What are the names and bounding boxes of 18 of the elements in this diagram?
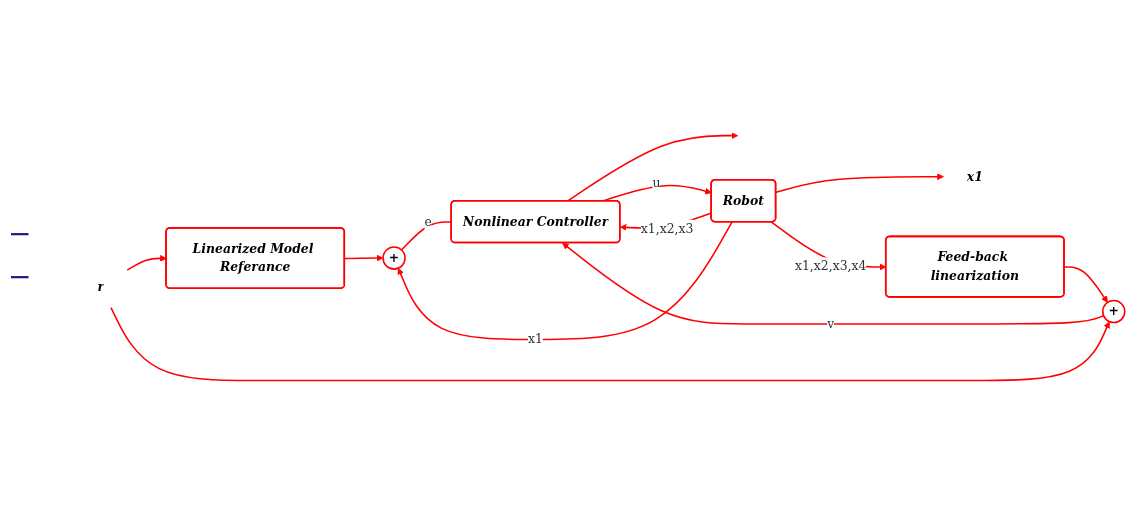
edge-label: x1,x2,x3,x4 <box>794 258 867 274</box>
arrow <box>110 306 1110 381</box>
edge-label: u <box>652 175 661 191</box>
arrow <box>566 131 739 202</box>
edge-label: x1 <box>528 331 543 347</box>
minus-sign: − <box>8 260 33 293</box>
arrow <box>562 242 1105 325</box>
node-circle: + <box>1102 299 1126 323</box>
arrow <box>397 220 733 340</box>
minus-sign: − <box>8 217 33 250</box>
edge-label: v <box>827 315 835 331</box>
edge-label: x1,x2,x3 <box>640 220 694 236</box>
node-circle: + <box>382 245 406 270</box>
node-text: x1 <box>966 168 983 184</box>
arrow <box>775 172 944 193</box>
edge-label: e <box>424 213 432 229</box>
arrow <box>126 254 167 271</box>
node-text: r <box>97 278 105 294</box>
